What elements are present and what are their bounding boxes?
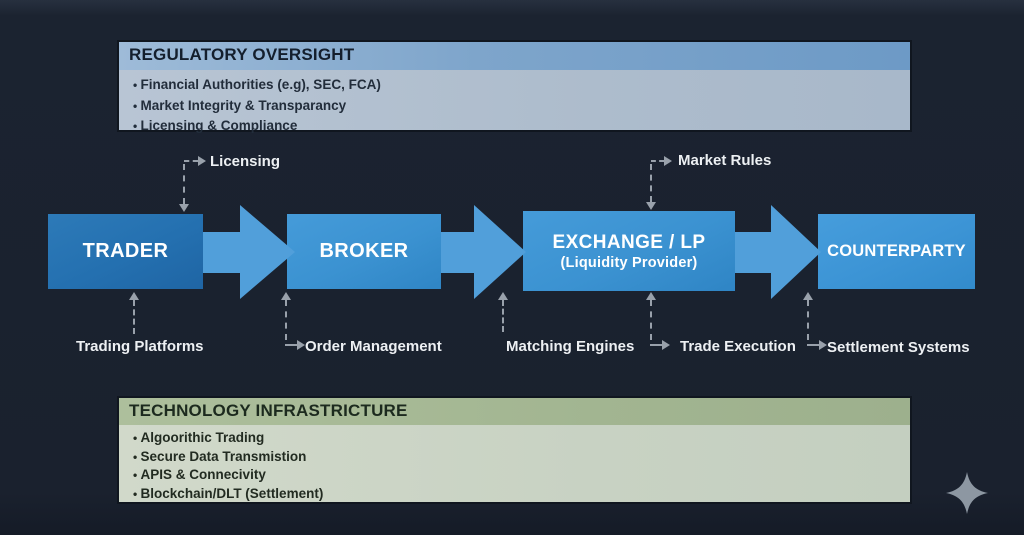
arrowhead-right-icon — [819, 340, 827, 350]
trader-node: TRADER — [48, 214, 203, 289]
arrowhead-right-icon — [664, 156, 672, 166]
arrowhead-down-icon — [646, 202, 656, 210]
matching-engines-label: Matching Engines — [506, 338, 635, 355]
dashed-line — [133, 300, 135, 334]
regulatory-oversight-panel: REGULATORY OVERSIGHT Financial Authoriti… — [117, 40, 912, 133]
arrowhead-down-icon — [179, 204, 189, 212]
dashed-line — [650, 164, 652, 202]
dashed-line — [285, 300, 287, 340]
technology-item: Algoorithic Trading — [133, 429, 910, 448]
arrowhead-right-icon — [297, 340, 305, 350]
counterparty-node-label: COUNTERPARTY — [827, 242, 966, 260]
arrow-body — [735, 232, 771, 273]
regulatory-item: Licensing & Compliance — [133, 116, 910, 137]
dashed-line — [285, 344, 297, 346]
technology-panel-body: Algoorithic Trading Secure Data Transmis… — [119, 425, 910, 502]
arrow-head-icon — [240, 205, 295, 299]
arrow-body — [203, 232, 240, 273]
technology-item-list: Algoorithic Trading Secure Data Transmis… — [133, 429, 910, 503]
dashed-line — [807, 344, 819, 346]
technology-item: Blockchain/DLT (Settlement) — [133, 485, 910, 504]
arrow-body — [441, 232, 474, 273]
dashed-line — [807, 300, 809, 340]
dashed-line — [650, 300, 652, 340]
arrowhead-right-icon — [198, 156, 206, 166]
order-management-label: Order Management — [305, 338, 442, 355]
arrow-head-icon — [771, 205, 821, 299]
counterparty-node: COUNTERPARTY — [818, 214, 975, 289]
exchange-node-label: EXCHANGE / LP — [552, 231, 706, 253]
sparkle-icon — [946, 472, 988, 514]
technology-item: Secure Data Transmistion — [133, 448, 910, 467]
arrowhead-right-icon — [662, 340, 670, 350]
technology-infrastructure-panel: TECHNOLOGY INFRASTRICTURE Algoorithic Tr… — [117, 396, 912, 504]
broker-node: BROKER — [287, 214, 441, 289]
technology-item: APIS & Connecivity — [133, 466, 910, 485]
regulatory-item-list: Financial Authorities (e.g), SEC, FCA) M… — [133, 75, 910, 137]
regulatory-panel-body: Financial Authorities (e.g), SEC, FCA) M… — [119, 70, 910, 133]
dashed-line — [184, 160, 198, 162]
arrowhead-up-icon — [803, 292, 813, 300]
regulatory-item: Financial Authorities (e.g), SEC, FCA) — [133, 75, 910, 96]
arrowhead-up-icon — [281, 292, 291, 300]
trade-execution-label: Trade Execution — [680, 338, 796, 355]
arrowhead-up-icon — [129, 292, 139, 300]
broker-node-label: BROKER — [319, 240, 409, 262]
settlement-systems-label: Settlement Systems — [827, 339, 970, 356]
dashed-line — [650, 344, 662, 346]
regulatory-item: Market Integrity & Transparancy — [133, 96, 910, 117]
technology-panel-title: TECHNOLOGY INFRASTRICTURE — [119, 398, 910, 425]
dashed-line — [502, 300, 504, 332]
arrowhead-up-icon — [646, 292, 656, 300]
arrow-head-icon — [474, 205, 526, 299]
exchange-node-sublabel: (Liquidity Provider) — [560, 254, 698, 271]
regulatory-panel-title: REGULATORY OVERSIGHT — [119, 42, 910, 70]
trader-node-label: TRADER — [82, 240, 169, 262]
dashed-line — [651, 160, 664, 162]
arrowhead-up-icon — [498, 292, 508, 300]
exchange-lp-node: EXCHANGE / LP (Liquidity Provider) — [523, 211, 735, 291]
trading-platforms-label: Trading Platforms — [76, 338, 204, 355]
market-rules-label: Market Rules — [678, 152, 772, 169]
dashed-line — [183, 164, 185, 204]
licensing-label: Licensing — [210, 153, 281, 170]
